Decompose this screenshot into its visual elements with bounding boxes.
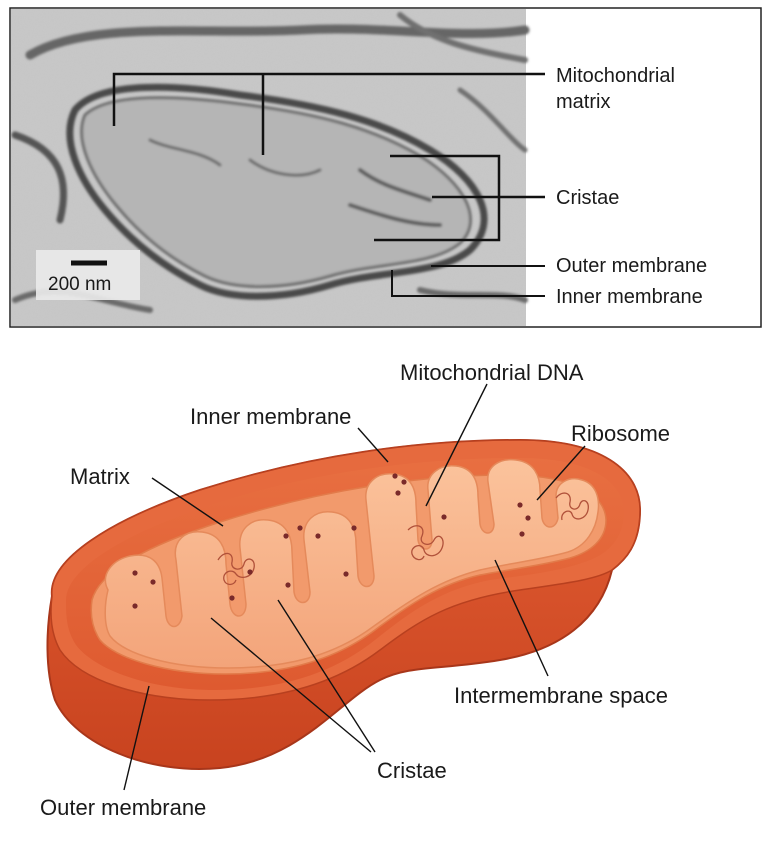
ribosome [525, 515, 531, 521]
diagram-leaders [123, 383, 586, 791]
ribosome [343, 571, 349, 577]
ribosome [392, 473, 398, 479]
label-inner-membrane-micrograph: Inner membrane [556, 286, 703, 308]
cristae [104, 458, 600, 669]
label-ribosome: Ribosome [571, 421, 670, 446]
label-intermembrane-space: Intermembrane space [454, 683, 668, 708]
label-mitochondrial-matrix-line2: matrix [556, 91, 610, 113]
micrograph-panel: 200 nm Mitochondrial matrix Cristae Oute… [9, 7, 762, 328]
ribosome [517, 502, 523, 508]
ribosome [247, 569, 253, 575]
label-mitochondrial-dna: Mitochondrial DNA [400, 360, 584, 385]
ribosome [132, 603, 138, 609]
ribosome [283, 533, 289, 539]
ribosome [285, 582, 291, 588]
ribosomes [132, 473, 531, 609]
label-matrix: Matrix [70, 464, 130, 489]
label-cristae-micrograph: Cristae [556, 187, 619, 209]
micrograph-leaders [112, 72, 545, 297]
micrograph-image: 200 nm [11, 9, 530, 326]
scale-bar-label: 200 nm [48, 274, 111, 295]
ribosome [229, 595, 235, 601]
ribosome [351, 525, 357, 531]
label-inner-membrane: Inner membrane [190, 404, 351, 429]
mitochondrion-diagram: Mitochondrial DNA Inner membrane Ribosom… [40, 360, 670, 820]
ribosome [315, 533, 321, 539]
ribosome [297, 525, 303, 531]
ribosome [401, 479, 407, 485]
label-cristae: Cristae [377, 758, 447, 783]
ribosome [519, 531, 525, 537]
label-mitochondrial-matrix-line1: Mitochondrial [556, 65, 675, 87]
ribosome [150, 579, 156, 585]
ribosome [441, 514, 447, 520]
label-outer-membrane: Outer membrane [40, 795, 206, 820]
scale-bar-box [36, 250, 140, 300]
label-outer-membrane-micrograph: Outer membrane [556, 255, 707, 277]
ribosome [132, 570, 138, 576]
mitochondrial-dna [217, 492, 589, 586]
ribosome [395, 490, 401, 496]
